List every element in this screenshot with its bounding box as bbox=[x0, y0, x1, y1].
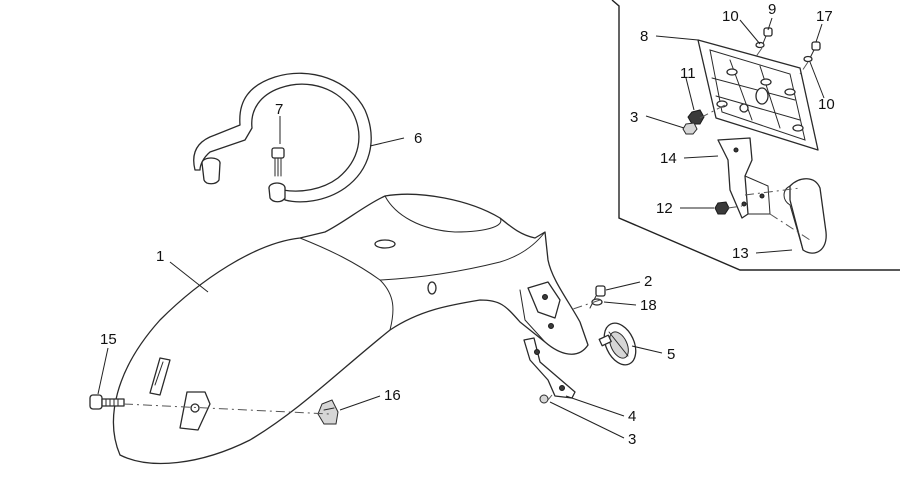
grab-handle bbox=[193, 72, 372, 203]
nut-11 bbox=[687, 109, 705, 125]
clip-nut-16 bbox=[317, 399, 339, 425]
assembly-line-inset-screws bbox=[754, 47, 809, 75]
callout-11: 11 bbox=[680, 65, 696, 82]
callout-4: 4 bbox=[628, 408, 636, 425]
assembly-line-inset bbox=[699, 104, 811, 241]
screw-15 bbox=[89, 394, 125, 410]
assembly-line-15-16 bbox=[123, 403, 331, 415]
mudguard-hole-side bbox=[427, 281, 437, 295]
nut-3-lower bbox=[539, 394, 549, 404]
washer-10-right bbox=[803, 55, 813, 63]
callout-14: 14 bbox=[660, 150, 677, 167]
license-bracket-14 bbox=[717, 137, 771, 219]
callout-7: 7 bbox=[275, 101, 283, 118]
callout-9: 9 bbox=[768, 1, 776, 18]
leader-lines bbox=[97, 17, 825, 439]
callout-3-inset: 3 bbox=[630, 109, 638, 126]
callout-15: 15 bbox=[100, 331, 117, 348]
callout-5: 5 bbox=[667, 346, 675, 363]
mudguard-hole bbox=[374, 239, 396, 249]
inset-frame bbox=[611, 0, 900, 271]
callout-1: 1 bbox=[156, 248, 164, 265]
bracket-4 bbox=[523, 337, 576, 399]
rear-mudguard bbox=[112, 193, 589, 464]
screw-17 bbox=[809, 41, 821, 59]
callout-2: 2 bbox=[644, 273, 652, 290]
callout-17: 17 bbox=[816, 8, 833, 25]
callout-6: 6 bbox=[414, 130, 422, 147]
callout-13: 13 bbox=[732, 245, 749, 262]
washer-10-top bbox=[755, 41, 765, 49]
callout-18: 18 bbox=[640, 297, 657, 314]
callout-10-right: 10 bbox=[818, 96, 835, 113]
reflector-5 bbox=[598, 322, 637, 366]
nut-3-inset bbox=[682, 122, 698, 135]
assembly-line-3 bbox=[547, 394, 553, 401]
license-light-13 bbox=[783, 178, 827, 254]
nut-12 bbox=[714, 201, 730, 215]
callout-10-top: 10 bbox=[722, 8, 739, 25]
plate-holder-8 bbox=[697, 39, 819, 151]
assembly-line-2 bbox=[569, 299, 601, 311]
callout-8: 8 bbox=[640, 28, 648, 45]
callout-16: 16 bbox=[384, 387, 401, 404]
callout-12: 12 bbox=[656, 200, 673, 217]
callout-3-lower: 3 bbox=[628, 431, 636, 448]
bolt-7 bbox=[271, 147, 285, 177]
callout-numbers: 1 2 3 3 4 5 6 7 8 9 10 10 11 12 13 14 15… bbox=[100, 1, 835, 448]
